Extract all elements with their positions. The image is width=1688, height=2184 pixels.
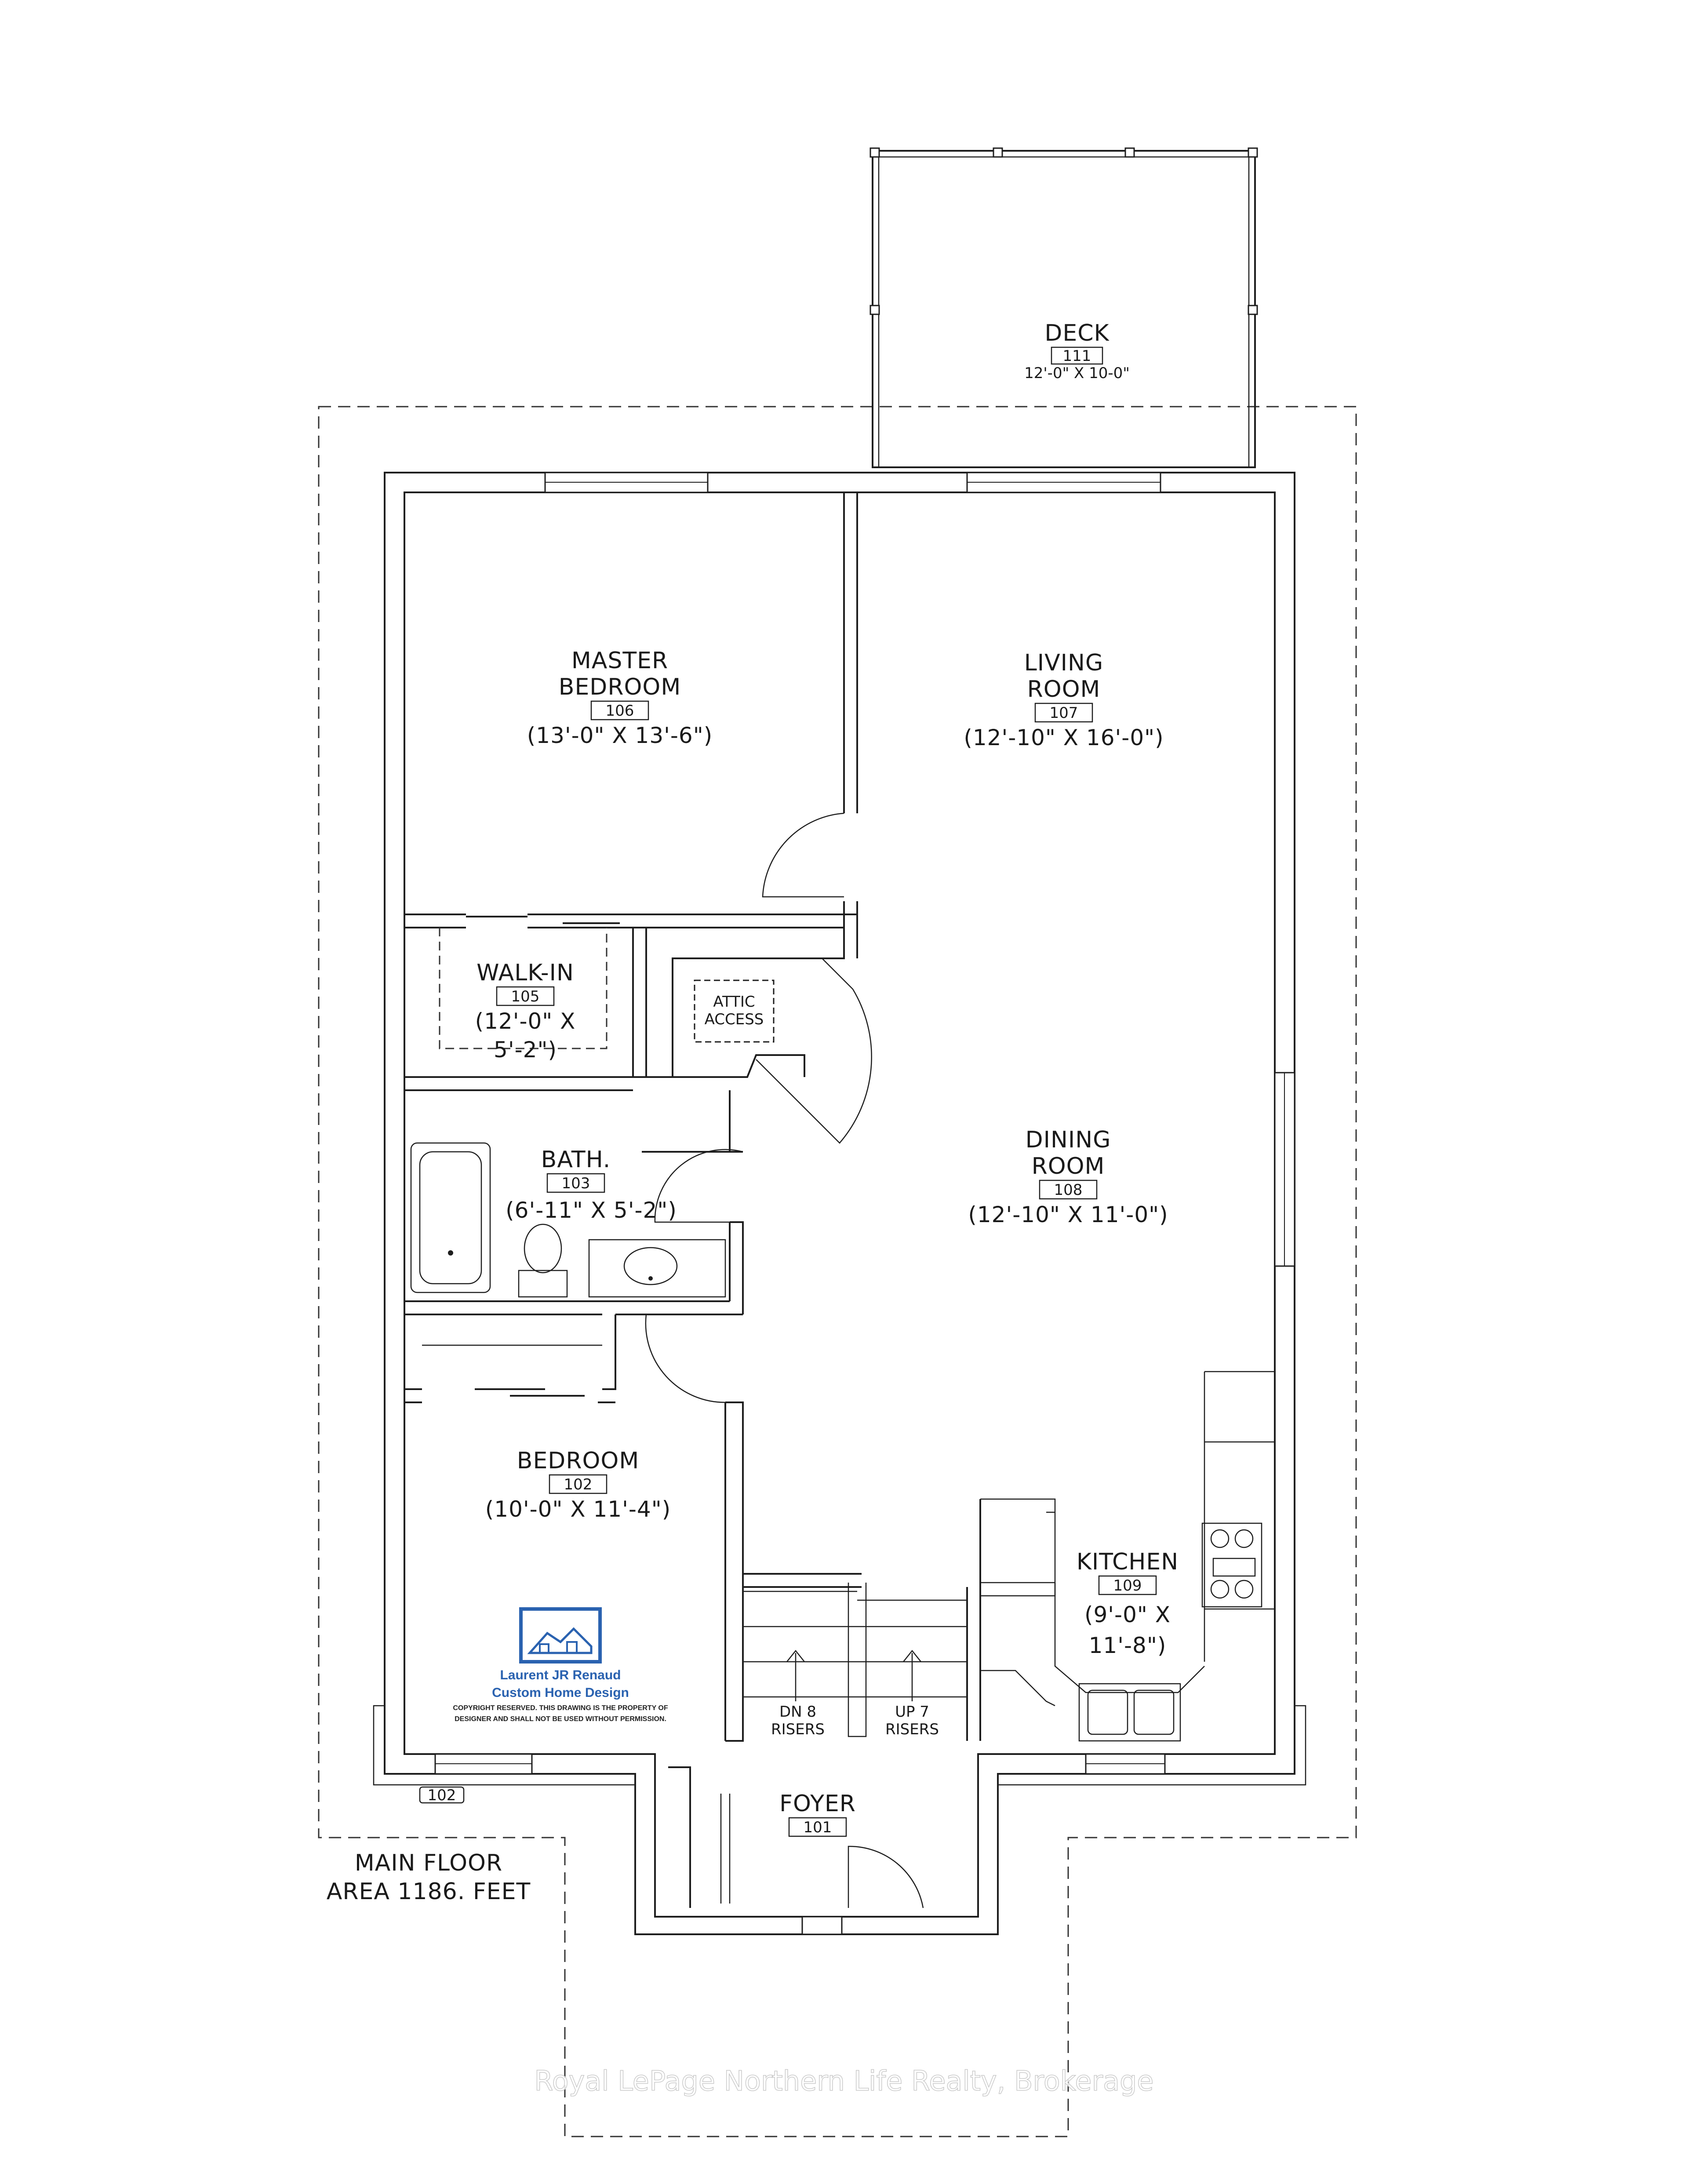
roof-overhang-outline	[318, 406, 1357, 2137]
floor-area-label: MAIN FLOOR AREA 1186. FEET	[327, 1850, 531, 1905]
deck-label: DECK 111 12'-0" X 10-0"	[1024, 320, 1130, 382]
bath-fixtures	[410, 1142, 726, 1298]
svg-text:RISERS: RISERS	[771, 1721, 825, 1738]
svg-text:108: 108	[1054, 1181, 1083, 1199]
svg-text:FOYER: FOYER	[779, 1791, 856, 1817]
svg-text:Custom Home Design: Custom Home Design	[492, 1685, 629, 1700]
walk-in-label: WALK-IN 105 (12'-0" X 5'-2")	[475, 960, 576, 1063]
windows	[434, 472, 1295, 1935]
svg-text:109: 109	[1113, 1577, 1142, 1594]
svg-text:106: 106	[606, 702, 634, 720]
svg-text:11'-8"): 11'-8")	[1089, 1633, 1167, 1658]
staircase	[743, 1583, 967, 1737]
svg-text:(10'-0" X 11'-4"): (10'-0" X 11'-4")	[485, 1496, 671, 1522]
exterior-tag: 102	[419, 1786, 465, 1804]
svg-text:Laurent JR Renaud: Laurent JR Renaud	[500, 1668, 621, 1682]
svg-text:UP 7: UP 7	[895, 1703, 929, 1721]
svg-text:BATH.: BATH.	[541, 1147, 611, 1173]
designer-logo: Laurent JR Renaud Custom Home Design COP…	[453, 1607, 668, 1723]
master-bedroom-label: MASTER BEDROOM 106 (13'-0" X 13'-6")	[527, 648, 713, 748]
svg-text:(12'-10" X 11'-0"): (12'-10" X 11'-0")	[968, 1202, 1168, 1227]
svg-text:AREA 1186. FEET: AREA 1186. FEET	[327, 1878, 531, 1905]
kitchen-label: KITCHEN 109 (9'-0" X 11'-8")	[1077, 1549, 1179, 1658]
svg-text:WALK-IN: WALK-IN	[477, 960, 574, 986]
stair-labels: DN 8 RISERS UP 7 RISERS	[771, 1703, 939, 1738]
svg-text:ROOM: ROOM	[1032, 1153, 1105, 1179]
attic-access-label: ATTIC ACCESS	[705, 993, 764, 1028]
svg-text:DESIGNER AND SHALL NOT BE USED: DESIGNER AND SHALL NOT BE USED WITHOUT P…	[455, 1715, 666, 1723]
svg-text:(6'-11" X 5'-2"): (6'-11" X 5'-2")	[506, 1198, 677, 1223]
svg-text:(12'-10" X 16'-0"): (12'-10" X 16'-0")	[964, 725, 1164, 750]
svg-text:MAIN FLOOR: MAIN FLOOR	[355, 1850, 502, 1876]
svg-text:(13'-0" X 13'-6"): (13'-0" X 13'-6")	[527, 723, 713, 748]
svg-text:DN 8: DN 8	[779, 1703, 816, 1721]
attic-access-hatch	[694, 979, 775, 1043]
svg-text:DECK: DECK	[1044, 320, 1110, 346]
svg-text:ROOM: ROOM	[1027, 676, 1101, 703]
living-room-label: LIVING ROOM 107 (12'-10" X 16'-0")	[964, 650, 1164, 750]
svg-text:5'-2"): 5'-2")	[494, 1037, 557, 1063]
interior-walls	[404, 492, 1275, 1908]
svg-text:BEDROOM: BEDROOM	[517, 1448, 639, 1474]
svg-text:103: 103	[562, 1175, 590, 1192]
bath-label: BATH. 103 (6'-11" X 5'-2")	[506, 1147, 677, 1223]
svg-text:102: 102	[428, 1787, 456, 1804]
svg-text:KITCHEN: KITCHEN	[1077, 1549, 1179, 1575]
svg-text:(9'-0" X: (9'-0" X	[1084, 1602, 1171, 1627]
deck	[869, 147, 1258, 468]
svg-text:MASTER: MASTER	[571, 648, 668, 674]
svg-text:RISERS: RISERS	[885, 1721, 939, 1738]
svg-text:105: 105	[511, 988, 540, 1005]
svg-text:ACCESS: ACCESS	[705, 1011, 764, 1028]
svg-text:COPYRIGHT RESERVED. THIS DRAW: COPYRIGHT RESERVED. THIS DRAWING IS THE …	[453, 1704, 668, 1712]
svg-text:107: 107	[1050, 704, 1078, 722]
svg-text:LIVING: LIVING	[1024, 650, 1103, 676]
svg-text:BEDROOM: BEDROOM	[559, 674, 681, 700]
svg-text:101: 101	[804, 1819, 832, 1836]
bedroom-label: BEDROOM 102 (10'-0" X 11'-4")	[485, 1448, 671, 1522]
watermark: Royal LePage Northern Life Realty, Broke…	[534, 2065, 1153, 2097]
svg-text:(12'-0" X: (12'-0" X	[475, 1008, 576, 1034]
svg-text:102: 102	[564, 1476, 593, 1493]
door-swings	[422, 812, 924, 1908]
kitchen-appliances	[1078, 1522, 1262, 1742]
dining-room-label: DINING ROOM 108 (12'-10" X 11'-0")	[968, 1127, 1168, 1227]
svg-text:DINING: DINING	[1026, 1127, 1111, 1153]
svg-text:ATTIC: ATTIC	[713, 993, 755, 1011]
svg-text:12'-0" X 10-0": 12'-0" X 10-0"	[1024, 364, 1130, 382]
foyer-label: FOYER 101	[779, 1791, 856, 1837]
svg-text:111: 111	[1063, 347, 1091, 365]
